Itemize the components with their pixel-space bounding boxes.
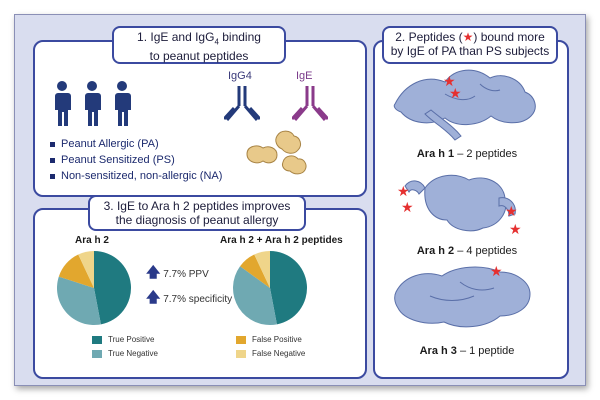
ara-h1-name: Ara h 1 bbox=[416, 148, 455, 160]
legend-swatch bbox=[92, 335, 102, 344]
legend-swatch bbox=[236, 349, 246, 358]
ige-label: IgE bbox=[296, 70, 313, 82]
person-icon bbox=[115, 81, 131, 126]
panel-peptides-title-part1: 2. Peptides ( bbox=[395, 30, 463, 44]
slice-false-positive bbox=[58, 254, 94, 288]
ara-h3-caption: Ara h 3 – 1 peptide bbox=[392, 345, 542, 357]
bullet-icon bbox=[50, 157, 55, 163]
person-icon bbox=[55, 81, 71, 126]
pie-chart-ara-h2 bbox=[56, 251, 132, 325]
specificity-improvement: 🡅 7.7% specificity bbox=[146, 287, 232, 311]
slice-false-negative bbox=[254, 251, 270, 288]
panel-peptides-title-line2: by IgE of PA than PS subjects bbox=[390, 44, 550, 58]
pie-title-2: Ara h 2 + Ara h 2 peptides bbox=[220, 235, 343, 246]
slice-true-positive bbox=[94, 251, 132, 325]
legend-swatch bbox=[92, 349, 102, 358]
bullet-icon bbox=[50, 173, 55, 179]
legend-label: True Positive bbox=[108, 335, 155, 344]
legend-label: True Negative bbox=[108, 349, 158, 358]
pie-title-1: Ara h 2 bbox=[75, 235, 109, 246]
ara-h3-structure: ★ bbox=[394, 263, 531, 328]
slice-false-positive bbox=[240, 254, 270, 288]
ara-h3-detail: – 1 peptide bbox=[456, 345, 515, 357]
peanut-icons bbox=[246, 130, 307, 175]
panel-binding-title-part2: binding bbox=[218, 30, 261, 44]
star-icon: ★ bbox=[505, 203, 518, 219]
pie-chart-ara-h2-peptides bbox=[233, 251, 307, 325]
igg4-antibody-icon bbox=[224, 86, 260, 121]
star-icon: ★ bbox=[490, 263, 503, 279]
panel-diagnosis-title: 3. IgE to Ara h 2 peptides improves the … bbox=[88, 195, 306, 231]
slice-true-negative bbox=[233, 266, 277, 325]
panel-binding-title-part1: 1. IgE and IgG bbox=[137, 30, 215, 44]
group-label: Peanut Allergic (PA) bbox=[61, 138, 159, 150]
group-item-pa: Peanut Allergic (PA) bbox=[50, 138, 159, 150]
star-icon: ★ bbox=[397, 183, 410, 199]
up-arrow-icon: 🡅 bbox=[146, 264, 161, 280]
ara-h3-name: Ara h 3 bbox=[419, 345, 457, 357]
slice-false-negative bbox=[78, 251, 94, 288]
star-icon: ★ bbox=[462, 30, 474, 44]
ige-antibody-icon bbox=[292, 86, 328, 121]
panel-binding-title: 1. IgE and IgG4 binding to peanut peptid… bbox=[112, 26, 286, 64]
up-arrow-icon: 🡅 bbox=[146, 289, 161, 305]
legend-label: False Positive bbox=[252, 335, 302, 344]
group-item-ps: Peanut Sensitized (PS) bbox=[50, 154, 175, 166]
legend-swatch bbox=[236, 335, 246, 344]
specificity-label: 7.7% specificity bbox=[163, 294, 233, 305]
star-icon: ★ bbox=[401, 199, 414, 215]
group-label: Peanut Sensitized (PS) bbox=[61, 154, 175, 166]
slice-true-positive bbox=[270, 251, 307, 325]
panel-diagnosis-title-line2: the diagnosis of peanut allergy bbox=[115, 213, 279, 227]
legend-false-negative: False Negative bbox=[236, 349, 305, 358]
ara-h1-structure: ★ ★ bbox=[393, 69, 536, 141]
ara-h2-name: Ara h 2 bbox=[416, 245, 455, 257]
legend-false-positive: False Positive bbox=[236, 335, 302, 344]
panel-peptides-title-part2: ) bound more bbox=[473, 30, 545, 44]
person-icon bbox=[85, 81, 101, 126]
ppv-label: 7.7% PPV bbox=[163, 269, 209, 280]
ara-h1-caption: Ara h 1 – 2 peptides bbox=[392, 148, 542, 160]
group-label: Non-sensitized, non-allergic (NA) bbox=[61, 170, 223, 182]
people-icons bbox=[55, 81, 131, 126]
group-item-na: Non-sensitized, non-allergic (NA) bbox=[50, 170, 222, 182]
panel-binding-title-sub: 4 bbox=[214, 37, 219, 47]
star-icon: ★ bbox=[449, 85, 462, 101]
legend-label: False Negative bbox=[252, 349, 306, 358]
ppv-improvement: 🡅 7.7% PPV bbox=[146, 262, 209, 286]
ara-h2-structure: ★ ★ ★ ★ bbox=[397, 174, 522, 237]
ara-h2-detail: – 4 peptides bbox=[454, 245, 518, 257]
igg4-label: IgG4 bbox=[228, 70, 252, 82]
panel-diagnosis-title-line1: 3. IgE to Ara h 2 peptides improves bbox=[103, 199, 291, 213]
panel-peptides-title: 2. Peptides (★) bound more by IgE of PA … bbox=[382, 26, 558, 64]
star-icon: ★ bbox=[509, 221, 522, 237]
ara-h2-caption: Ara h 2 – 4 peptides bbox=[392, 245, 542, 257]
star-icon: ★ bbox=[443, 73, 456, 89]
legend-true-positive: True Positive bbox=[92, 335, 154, 344]
bullet-icon bbox=[50, 141, 55, 147]
ara-h1-detail: – 2 peptides bbox=[454, 148, 518, 160]
slice-true-negative bbox=[56, 276, 101, 325]
legend-true-negative: True Negative bbox=[92, 349, 158, 358]
panel-binding-title-line2: to peanut peptides bbox=[149, 49, 249, 64]
